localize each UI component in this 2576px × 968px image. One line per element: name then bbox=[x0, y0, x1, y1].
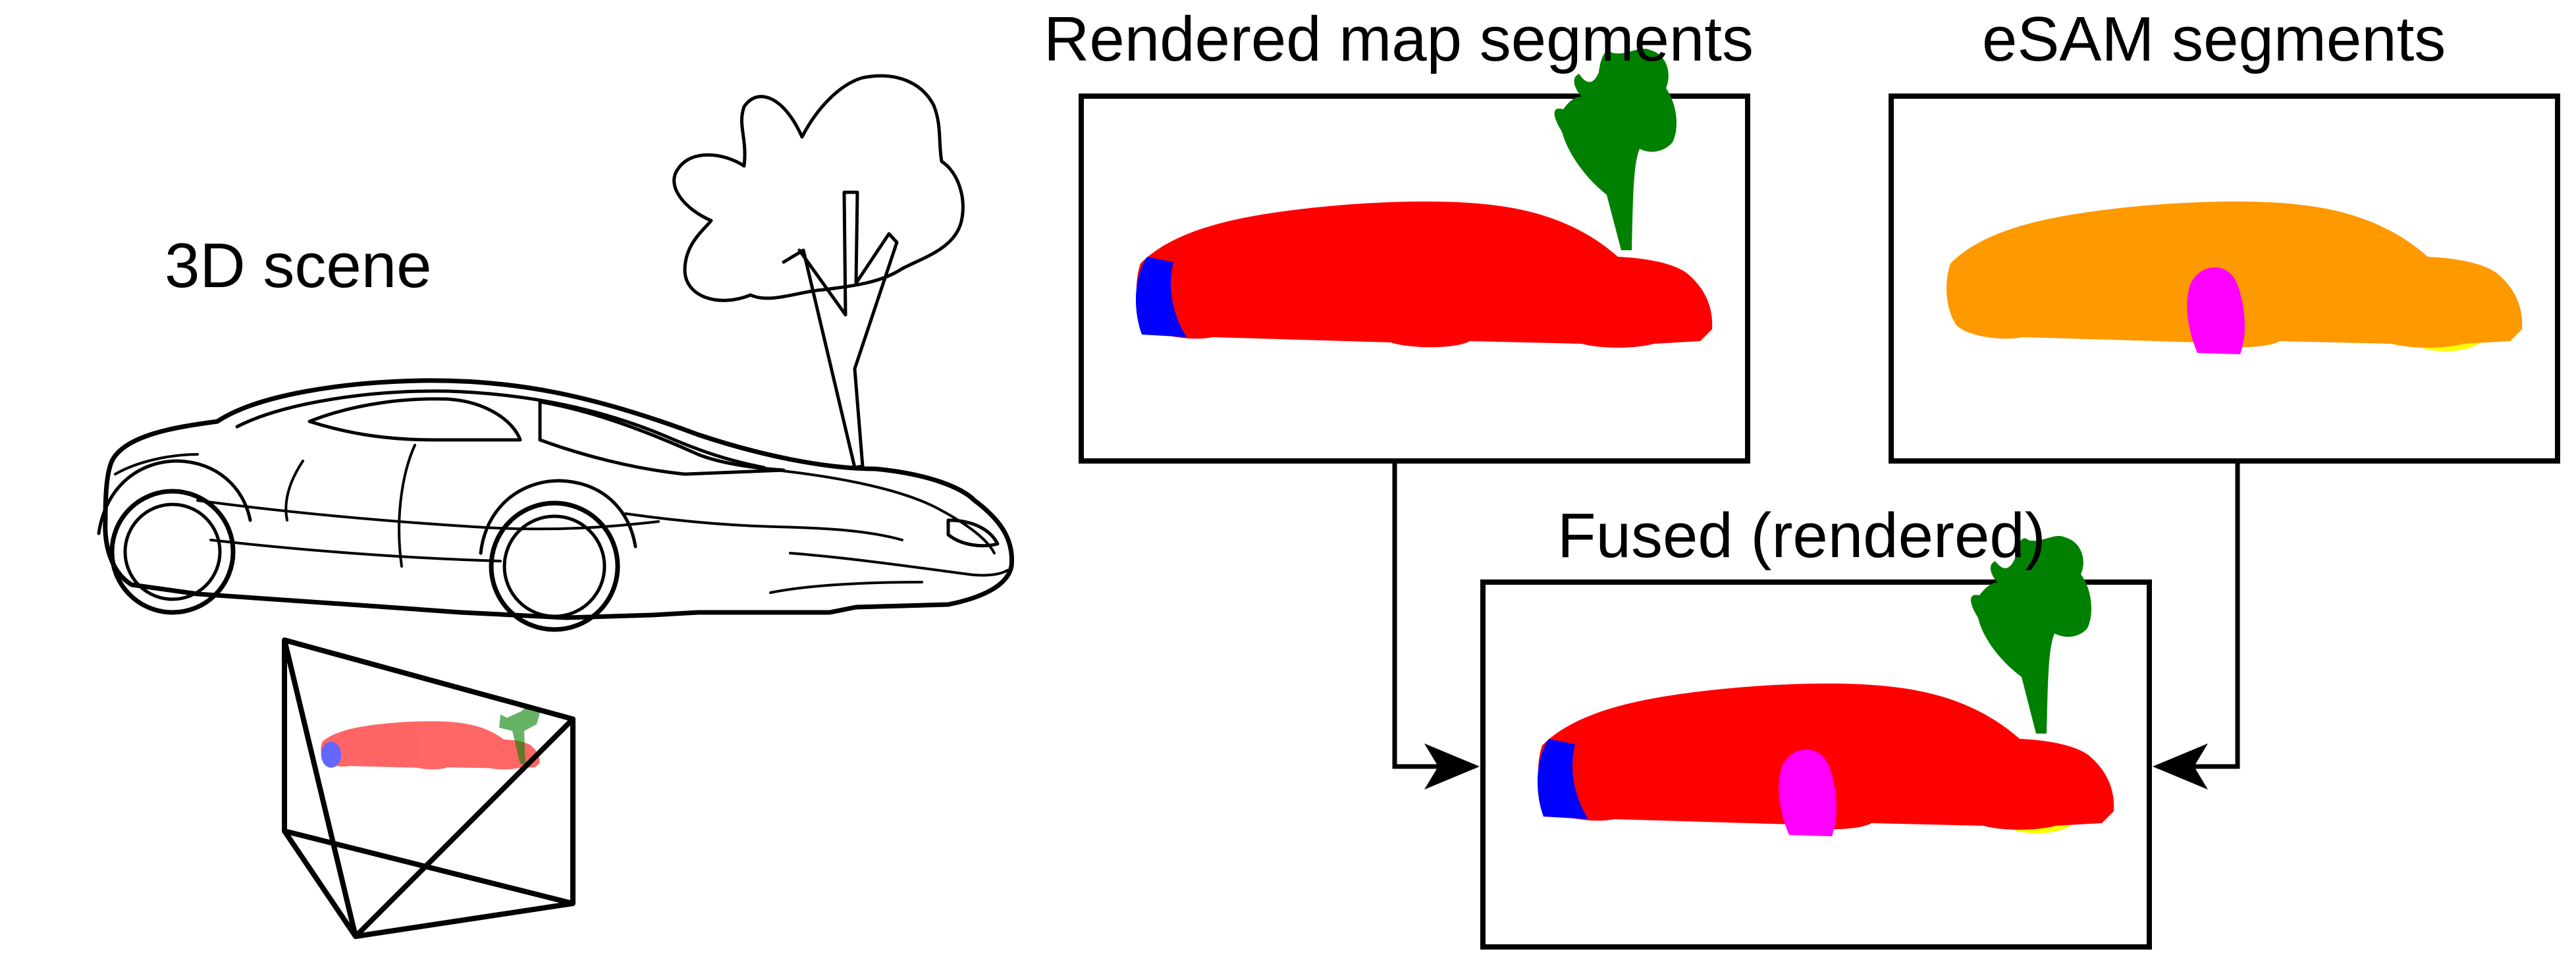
tree-segment bbox=[1554, 48, 1677, 250]
scene-label: 3D scene bbox=[165, 230, 432, 301]
fused-tree-segment bbox=[1971, 535, 2091, 734]
fused-panel bbox=[1480, 535, 2152, 950]
arrow-rendered-to-fused bbox=[1392, 464, 1480, 790]
rendered-map-label: Rendered map segments bbox=[1044, 4, 1754, 74]
esam-label: eSAM segments bbox=[1982, 4, 2446, 74]
arrows bbox=[1392, 464, 2240, 790]
camera-frustum bbox=[282, 637, 576, 939]
scene-group bbox=[97, 74, 1014, 939]
esam-panel bbox=[1889, 94, 2560, 464]
arrow-esam-to-fused bbox=[2153, 464, 2240, 790]
car-sketch bbox=[97, 378, 1014, 632]
rendered-panel bbox=[1079, 48, 1750, 464]
tree-sketch bbox=[672, 74, 965, 470]
fused-label: Fused (rendered) bbox=[1557, 500, 2046, 571]
